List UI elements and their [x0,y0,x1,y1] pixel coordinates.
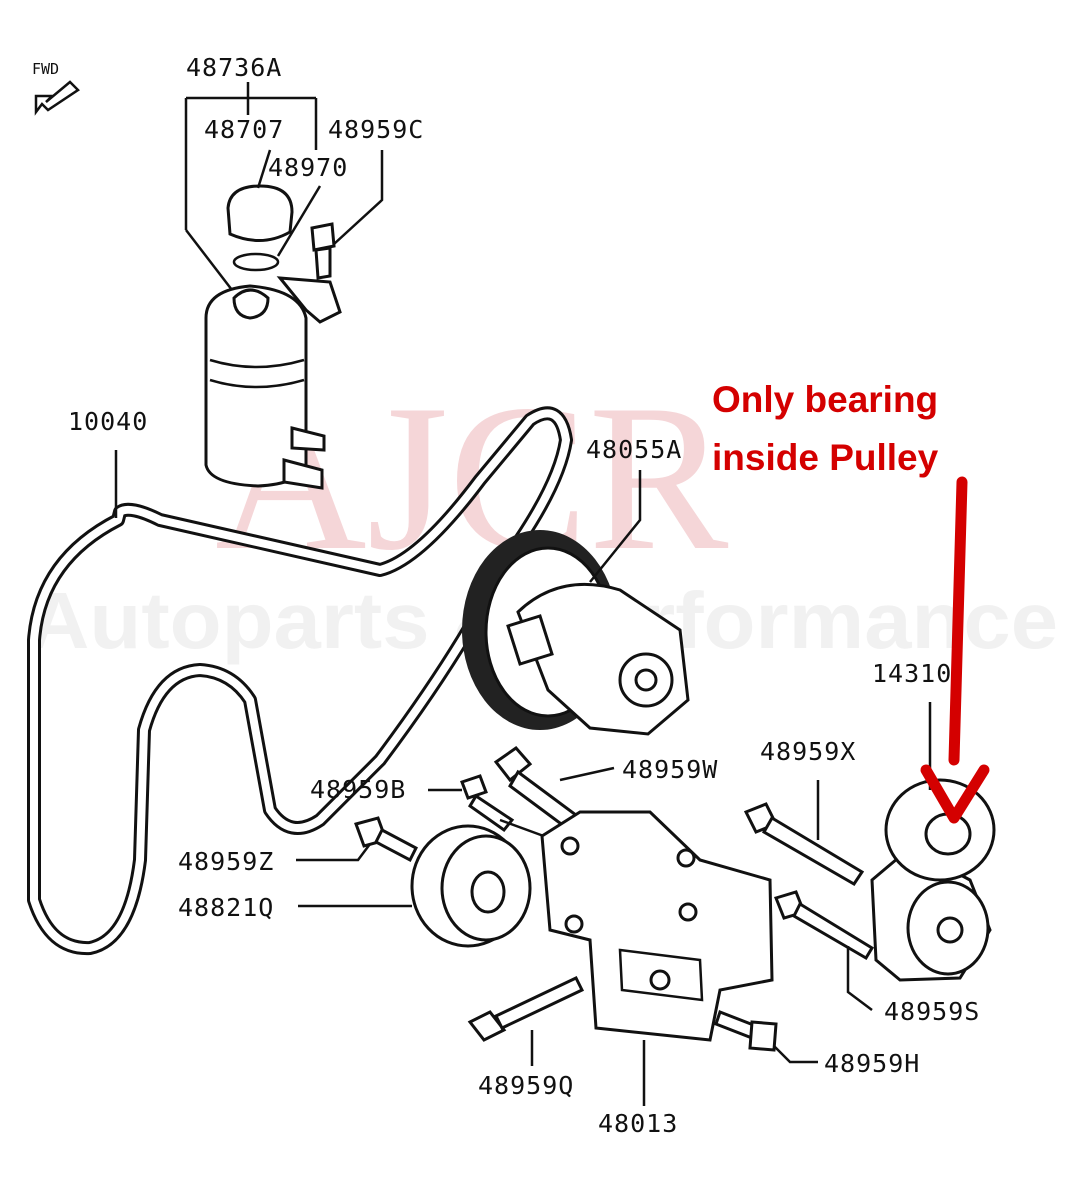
bracket-body [540,810,774,1042]
label-48959X: 48959X [760,737,856,766]
leader-48959S [846,946,873,1011]
bolt-48959B-head [460,774,488,800]
label-48959S: 48959S [884,997,980,1026]
label-48055A: 48055A [586,435,682,464]
tensioner-bracket [540,810,774,1106]
bracket-hole-3 [678,902,698,922]
fwd-arrow-icon [34,80,80,116]
leader-48959C [333,150,384,245]
part-labels: 48736A 48707 48959C 48970 10040 48055A 1… [68,53,980,1138]
idler-pulley [298,824,532,948]
bracket-hole-1 [560,836,580,856]
bolt-48959X-shank [761,815,865,887]
leader-48736A [185,229,233,291]
bracket-hole-5 [649,969,671,991]
bolt-48959Q-head [467,1010,507,1042]
tank-ribs [209,358,305,389]
bolt-48959H-head [748,1020,778,1052]
pump-hose-fitting [506,614,554,666]
upper-hose-port [290,426,326,452]
label-48707: 48707 [204,115,284,144]
leader-48970 [276,185,322,257]
label-48959Q: 48959Q [478,1071,574,1100]
reservoir-bolt-shank [314,246,332,280]
label-48959Z: 48959Z [178,847,274,876]
bracket-hole-4 [564,914,584,934]
fwd-indicator: FWD [32,60,80,116]
drive-belt-inner [30,409,570,953]
bracket-plate [618,948,704,1002]
tank-neck [232,288,270,320]
reservoir-bolt-head [310,222,336,252]
bearing-annotation: Only bearing inside Pulley [712,379,990,824]
reservoir-bracket [184,82,318,230]
bolt-48959W-head [493,745,533,783]
bolt-48959S-shank [792,901,875,961]
bolt-48959Q-shank [493,976,585,1030]
reservoir-cap [226,184,294,243]
leader-48959Z [296,843,371,862]
bolt-48959S [773,890,875,1011]
annotation-line-1: Only bearing [712,379,938,420]
o-ring [232,252,280,272]
leader-48055A [589,470,642,583]
bolt-48959X [743,780,865,887]
leader-48959H [773,1045,818,1064]
annotation-line-2: inside Pulley [712,437,939,478]
bolt-48959Z-shank [374,827,418,863]
idler-pulley-hub [470,870,506,914]
label-48959W: 48959W [622,755,718,784]
bolt-48959H [714,1010,818,1064]
bolt-48959B-shank [467,793,515,833]
tank-mount-bracket [276,276,342,324]
bolt-48959B [428,774,561,844]
label-48736A: 48736A [186,53,282,82]
lower-hose-port [282,458,324,490]
label-48959C: 48959C [328,115,424,144]
label-48970: 48970 [268,153,348,182]
tensioner-assembly [870,702,996,982]
label-48959B: 48959B [310,775,406,804]
label-48821Q: 48821Q [178,893,274,922]
tensioner-pivot [936,916,964,944]
fwd-label: FWD [32,60,59,78]
label-14310: 14310 [872,659,952,688]
reservoir-assembly [184,82,384,490]
bolt-48959Z [296,816,418,863]
label-10040: 10040 [68,407,148,436]
tensioner-pulley-bearing [924,812,972,856]
annotation-arrow-shaft [948,476,968,766]
label-48013: 48013 [598,1109,678,1138]
pump-shaft [634,668,658,692]
bolt-48959Q [467,976,585,1066]
annotation-arrow-icon [920,764,990,824]
bolt-48959W [493,745,615,835]
bracket-hole-2 [676,848,696,868]
power-steering-pump [462,470,690,736]
leader-48959W [559,766,615,782]
leader-48707 [256,149,272,189]
label-48959H: 48959H [824,1049,920,1078]
